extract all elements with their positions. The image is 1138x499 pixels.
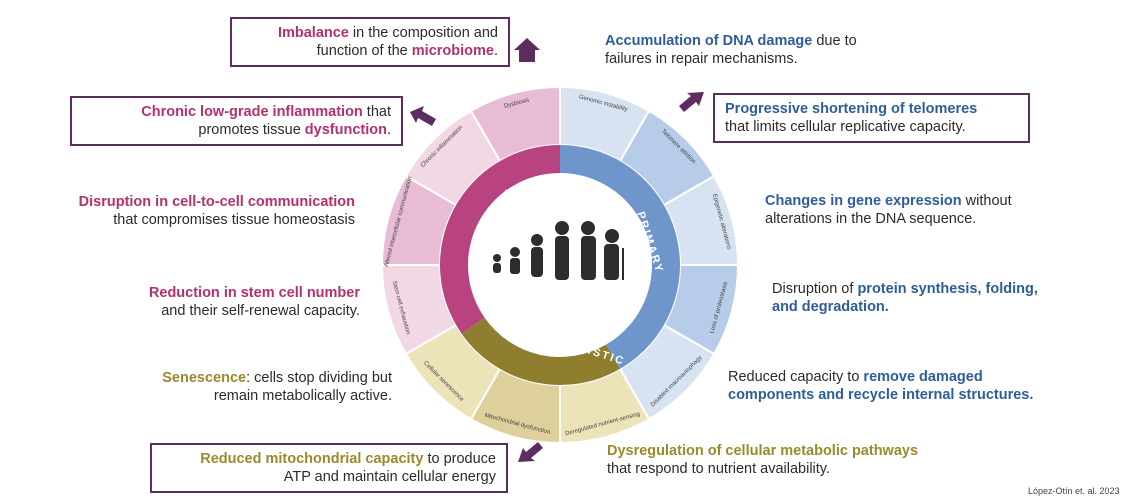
senescence-text-1: : cells stop dividing but xyxy=(246,370,392,386)
proteostasis-keyword: protein synthesis, folding, xyxy=(857,281,1038,297)
telomere-box: Progressive shortening of telomeres that… xyxy=(713,93,1030,143)
mito-box: Reduced mitochondrial capacity to produc… xyxy=(150,443,508,493)
inner-ring xyxy=(440,145,680,385)
nutrient-text: Dysregulation of cellular metabolic path… xyxy=(607,442,987,478)
arrow-down-left-icon xyxy=(518,442,543,462)
communication-text-2: that compromises tissue homeostasis xyxy=(113,212,355,228)
autophagy-text-1: Reduced capacity to xyxy=(728,369,864,385)
telomere-keyword: Progressive shortening of telomeres xyxy=(725,101,978,117)
epigenetic-keyword: Changes in gene expression xyxy=(765,193,962,209)
arrow-up-icon xyxy=(514,38,540,62)
stem-text-2: and their self-renewal capacity. xyxy=(161,303,360,319)
proteostasis-text: Disruption of protein synthesis, folding… xyxy=(772,280,1092,316)
nutrient-keyword: Dysregulation of cellular metabolic path… xyxy=(607,443,919,459)
nutrient-text-2: that respond to nutrient availability. xyxy=(607,461,831,477)
autophagy-text: Reduced capacity to remove damaged compo… xyxy=(728,368,1088,404)
genomic-text-2: failures in repair mechanisms. xyxy=(605,51,798,67)
mito-text-2: ATP and maintain cellular energy xyxy=(283,469,496,485)
dysbiosis-text-2: function of the xyxy=(316,43,412,59)
arrow-left-icon xyxy=(410,106,436,126)
dysbiosis-period: . xyxy=(493,43,498,59)
epigenetic-text-1: without xyxy=(961,193,1012,209)
autophagy-keyword: remove damaged xyxy=(863,369,983,385)
genomic-text-1: due to xyxy=(812,33,857,49)
genomic-keyword: Accumulation of DNA damage xyxy=(605,33,813,49)
inflammation-box: Chronic low-grade inflammation that prom… xyxy=(70,96,403,146)
communication-text: Disruption in cell-to-cell communication… xyxy=(30,193,355,229)
inflammation-keyword-2: dysfunction xyxy=(304,122,387,138)
telomere-text-2: that limits cellular replicative capacit… xyxy=(725,119,966,135)
aging-silhouettes-icon xyxy=(493,221,624,280)
senescence-text: Senescence: cells stop dividing but rema… xyxy=(110,369,392,405)
segment-wedges xyxy=(380,85,740,445)
stem-keyword: Reduction in stem cell number xyxy=(148,285,360,301)
proteostasis-keyword-2: and degradation. xyxy=(772,299,889,315)
autophagy-keyword-2: components and recycle internal structur… xyxy=(728,387,1034,403)
dysbiosis-box: Imbalance in the composition and functio… xyxy=(230,17,510,67)
senescence-text-2: remain metabolically active. xyxy=(213,388,392,404)
inflammation-period: . xyxy=(386,122,391,138)
genomic-text: Accumulation of DNA damage due to failur… xyxy=(605,32,905,68)
mito-text-1: to produce xyxy=(423,451,496,467)
inflammation-text-2: promotes tissue xyxy=(198,122,305,138)
inflammation-keyword: Chronic low-grade inflammation xyxy=(141,104,363,120)
dysbiosis-keyword-2: microbiome xyxy=(411,43,494,59)
dysbiosis-text-1: in the composition and xyxy=(348,25,498,41)
communication-keyword: Disruption in cell-to-cell communication xyxy=(78,194,355,210)
epigenetic-text: Changes in gene expression without alter… xyxy=(765,192,1065,228)
dysbiosis-keyword: Imbalance xyxy=(277,25,349,41)
inflammation-text-1: that xyxy=(362,104,391,120)
epigenetic-text-2: alterations in the DNA sequence. xyxy=(765,211,977,227)
senescence-keyword: Senescence xyxy=(162,370,247,386)
mito-keyword: Reduced mitochondrial capacity xyxy=(200,451,424,467)
arrow-right-icon xyxy=(679,92,704,112)
arrows xyxy=(410,38,704,462)
citation: López-Otín et. al. 2023 xyxy=(1028,486,1120,496)
stem-text: Reduction in stem cell number and their … xyxy=(90,284,360,320)
proteostasis-text-1: Disruption of xyxy=(772,281,858,297)
